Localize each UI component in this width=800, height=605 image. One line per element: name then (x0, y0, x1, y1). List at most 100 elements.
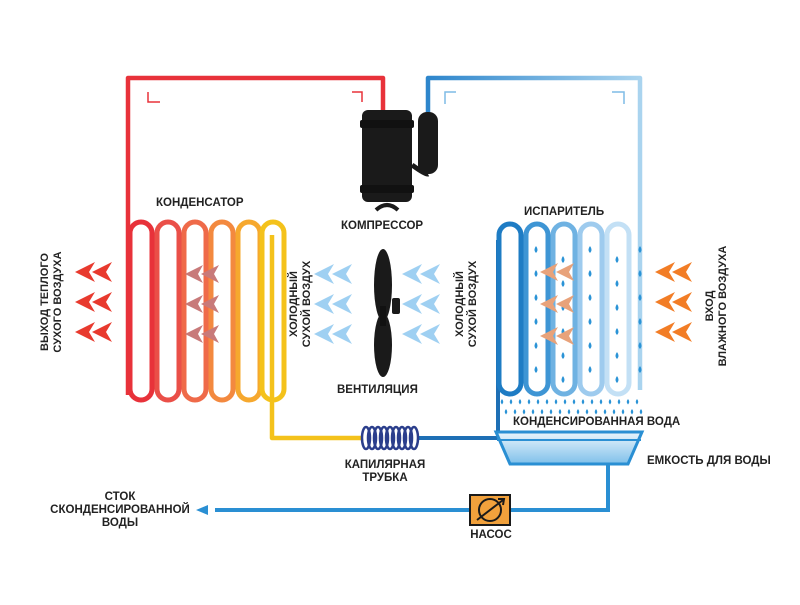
capillary-line1: КАПИЛЯРНАЯ (344, 459, 426, 471)
condenser-coil (127, 219, 287, 403)
water-drop-icon (588, 318, 592, 325)
drip-icon (500, 399, 504, 405)
cold-right-line1: ХОЛОДНЫЙ (454, 271, 466, 337)
water-drop-icon (615, 256, 619, 263)
water-tank-label: ЕМКОСТЬ ДЛЯ ВОДЫ (647, 455, 771, 467)
cold-left-line1: ХОЛОДНЫЙ (288, 271, 300, 337)
flow-arrow-icon (612, 91, 625, 104)
water-drop-icon (638, 294, 642, 301)
drip-icon (558, 409, 562, 415)
drip-icon (594, 409, 598, 415)
drip-icon (563, 399, 567, 405)
cold-air-right-arrows (402, 264, 440, 344)
flow-arrow-icon (147, 92, 160, 103)
drip-icon (599, 399, 603, 405)
condensed-water-drips (500, 399, 643, 415)
drip-icon (603, 409, 607, 415)
cold-dry-air-right-label: ХОЛОДНЫЙ СУХОЙ ВОЗДУХ (454, 254, 482, 354)
cold-right-line2: СУХОЙ ВОЗДУХ (466, 260, 479, 348)
condensed-water-label: КОНДЕНСИРОВАННАЯ ВОДА (513, 416, 681, 428)
pump-icon (469, 494, 511, 526)
drain-line2: СКОНДЕНСИРОВАННОЙ (50, 504, 190, 516)
drip-icon (585, 409, 589, 415)
water-drop-icon (615, 280, 619, 287)
drip-icon (536, 399, 540, 405)
drip-icon (540, 409, 544, 415)
humid-in-line2: ВЛАЖНОГО ВОЗДУХА (716, 245, 729, 367)
humid-air-in-arrows (655, 262, 692, 342)
drain-water-pipe (215, 464, 610, 512)
water-drop-icon (534, 246, 538, 253)
water-drops (534, 246, 642, 383)
ventilation-label: ВЕНТИЛЯЦИЯ (337, 384, 418, 396)
drain-arrow-icon (196, 505, 208, 515)
drip-icon (567, 409, 571, 415)
water-drop-icon (534, 366, 538, 373)
compressor-label: КОМПРЕССОР (341, 220, 424, 232)
humid-air-in-label: ВХОД ВЛАЖНОГО ВОЗДУХА (704, 244, 732, 368)
drip-icon (639, 409, 643, 415)
drip-icon (635, 399, 639, 405)
water-drop-icon (638, 366, 642, 373)
water-drop-icon (588, 246, 592, 253)
water-drop-icon (615, 376, 619, 383)
drip-icon (612, 409, 616, 415)
capillary-tube-label: КАПИЛЯРНАЯ ТРУБКА (340, 459, 430, 485)
drip-icon (617, 399, 621, 405)
water-drop-icon (534, 270, 538, 277)
humid-in-line1: ВХОД (704, 290, 716, 322)
cold-air-left-arrows (314, 264, 352, 344)
drip-icon (590, 399, 594, 405)
water-drop-icon (638, 318, 642, 325)
drip-icon (581, 399, 585, 405)
water-drop-icon (615, 304, 619, 311)
water-drop-icon (561, 376, 565, 383)
warm-out-line2: СУХОГО ВОЗДУХА (51, 251, 64, 353)
drip-icon (630, 409, 634, 415)
water-drop-icon (588, 342, 592, 349)
capillary-tube-icon (360, 425, 420, 451)
drip-icon (522, 409, 526, 415)
compressor-icon (360, 110, 438, 212)
water-drop-icon (638, 246, 642, 253)
evaporator-coil (496, 221, 632, 397)
drain-line3: ВОДЫ (101, 517, 139, 529)
water-drop-icon (588, 294, 592, 301)
warm-out-line1: ВЫХОД ТЕПЛОГО (39, 253, 51, 351)
drip-icon (554, 399, 558, 405)
drip-icon (572, 399, 576, 405)
drip-icon (576, 409, 580, 415)
hot-discharge-pipe (125, 75, 386, 395)
humid-air-inner-arrows (540, 263, 574, 345)
drip-icon (545, 399, 549, 405)
drip-icon (608, 399, 612, 405)
drip-icon (531, 409, 535, 415)
drip-icon (527, 399, 531, 405)
drip-icon (518, 399, 522, 405)
capillary-line2: ТРУБКА (362, 472, 408, 484)
drain-line1: СТОК (104, 491, 136, 503)
pump-label: НАСОС (470, 529, 512, 541)
water-drop-icon (588, 270, 592, 277)
water-drop-icon (615, 352, 619, 359)
warm-air-inner-arrows (185, 265, 219, 343)
condenser-label: КОНДЕНСАТОР (156, 197, 244, 209)
cold-left-line2: СУХОЙ ВОЗДУХ (300, 260, 313, 348)
water-drop-icon (534, 342, 538, 349)
drip-icon (621, 409, 625, 415)
drip-icon (509, 399, 513, 405)
evaporator-label: ИСПАРИТЕЛЬ (524, 206, 605, 218)
fan-icon (374, 249, 400, 377)
liquid-line-pipe (269, 235, 362, 441)
cold-suction-pipe (425, 75, 643, 390)
drip-icon (504, 409, 508, 415)
drain-label: СТОК СКОНДЕНСИРОВАННОЙ ВОДЫ (50, 491, 190, 530)
water-drop-icon (638, 270, 642, 277)
drip-icon (549, 409, 553, 415)
water-drop-icon (534, 318, 538, 325)
water-drop-icon (588, 366, 592, 373)
warm-dry-air-out-label: ВЫХОД ТЕПЛОГО СУХОГО ВОЗДУХА (39, 247, 67, 357)
flow-arrow-icon (352, 91, 363, 102)
water-drop-icon (561, 256, 565, 263)
